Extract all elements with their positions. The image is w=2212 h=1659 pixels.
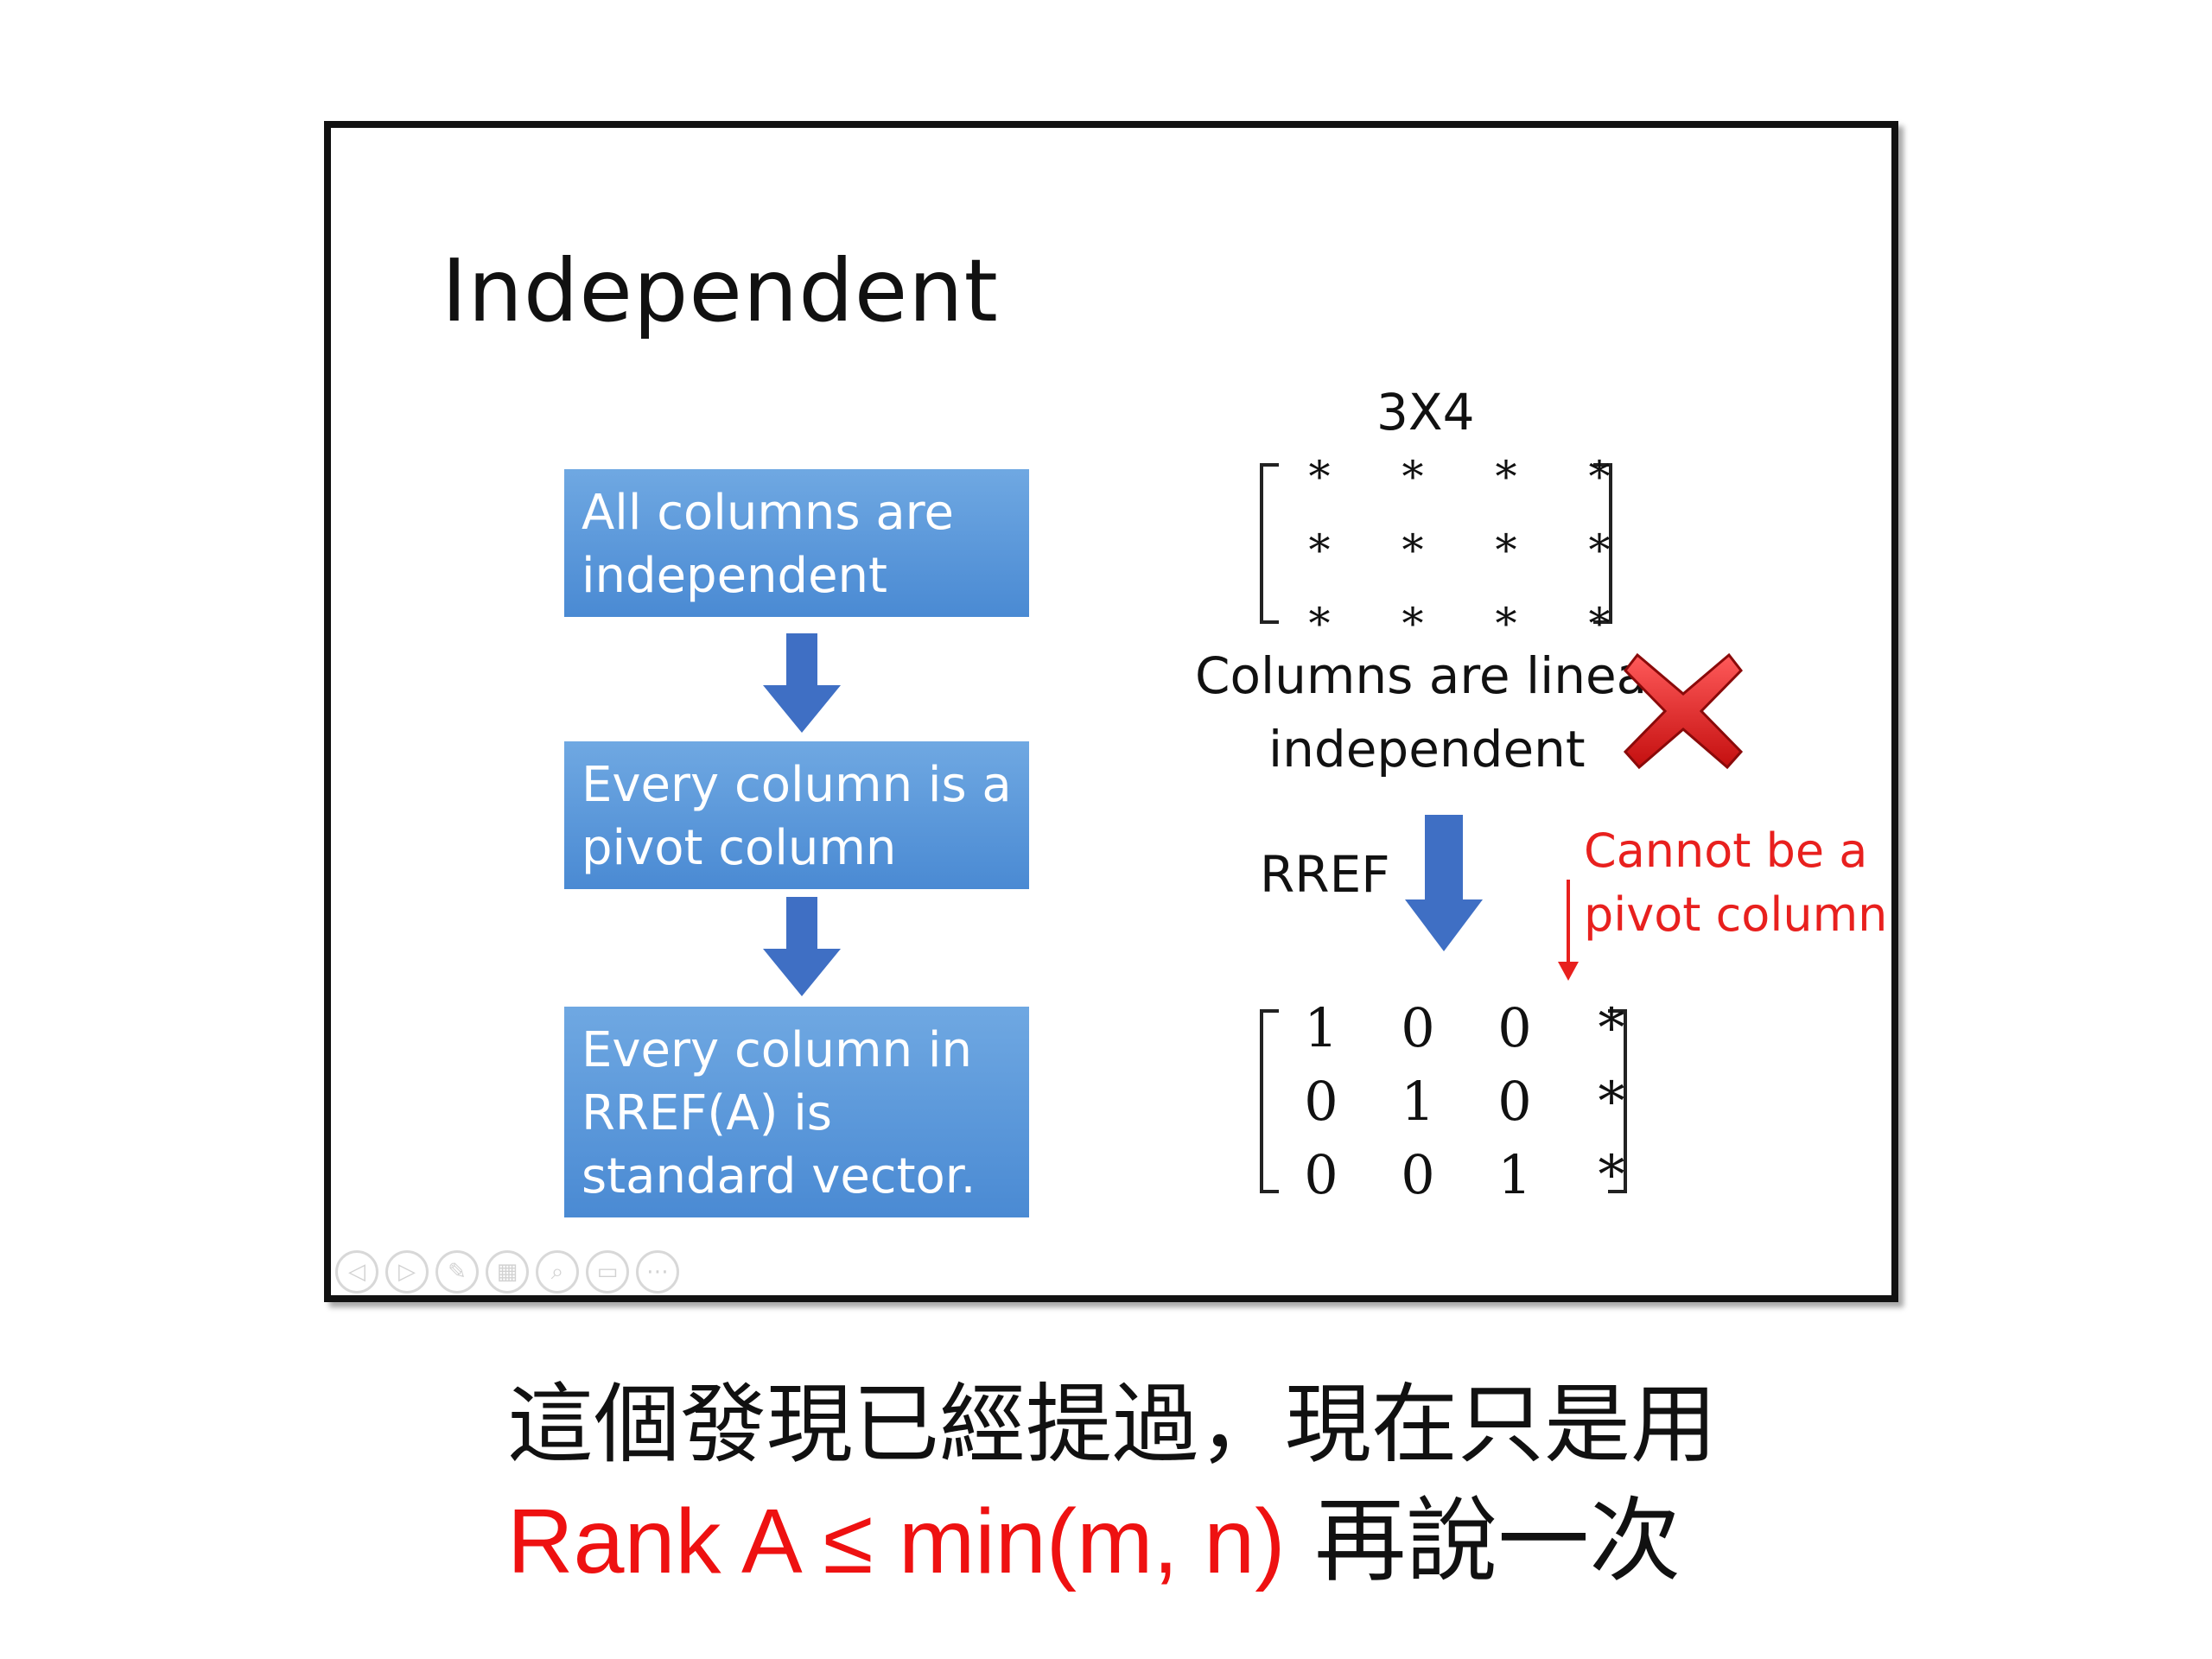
note-line2: pivot column <box>1584 887 1888 942</box>
matrix-cell: * <box>1598 996 1625 1059</box>
caption-line2: Rank A ≤ min(m, n) 再說一次 <box>507 1466 1681 1599</box>
matrix-right-bracket <box>1593 463 1612 624</box>
zoom-icon[interactable]: ⌕ <box>536 1250 579 1294</box>
note-arrowhead-icon <box>1558 962 1579 981</box>
rank-formula: Rank A ≤ min(m, n) <box>507 1491 1286 1592</box>
matrix-cell: * <box>1402 525 1424 575</box>
matrix-cell: * <box>1308 599 1331 649</box>
matrix-cell: * <box>1588 525 1611 575</box>
down-arrow-icon <box>763 633 841 733</box>
matrix-cell: 0 <box>1497 996 1532 1059</box>
matrix-cell: * <box>1598 1070 1625 1133</box>
down-arrow-icon <box>1405 815 1483 953</box>
pen-icon[interactable]: ✎ <box>435 1250 479 1294</box>
matrix-cell: * <box>1308 452 1331 502</box>
matrix-cell: * <box>1402 599 1424 649</box>
rref-label: RREF <box>1260 845 1390 904</box>
matrix-cell: 0 <box>1304 1070 1338 1133</box>
slide-title: Independent <box>442 240 999 341</box>
subtitle-icon[interactable]: ▭ <box>586 1250 629 1294</box>
matrix-cell: * <box>1495 525 1517 575</box>
matrix-cell: * <box>1588 599 1611 649</box>
matrix-cell: 1 <box>1497 1143 1532 1206</box>
matrix-cell: * <box>1588 452 1611 502</box>
slide-frame: Independent All columns are independent … <box>324 121 1898 1302</box>
flow-box-standard-vector: Every column in RREF(A) is standard vect… <box>564 1007 1029 1217</box>
flow-box-all-independent: All columns are independent <box>564 469 1029 617</box>
matrix-cell: * <box>1495 452 1517 502</box>
statement-line1: Columns are linea <box>1195 646 1648 705</box>
note-line1: Cannot be a <box>1584 823 1868 878</box>
matrix-cell: * <box>1598 1143 1625 1206</box>
star-matrix: * * * * * * * * * * * * <box>1273 452 1646 672</box>
matrix-cell: * <box>1402 452 1424 502</box>
previous-icon[interactable]: ◁ <box>335 1250 378 1294</box>
slideshow-toolbar: ◁▷✎▦⌕▭⋯ <box>335 1250 679 1294</box>
matrix-size-label: 3X4 <box>1376 383 1475 442</box>
matrix-cell: 0 <box>1401 1143 1435 1206</box>
statement-line2: independent <box>1268 720 1586 779</box>
matrix-cell: 1 <box>1304 996 1338 1059</box>
rref-right-bracket <box>1608 1009 1627 1193</box>
matrix-left-bracket <box>1260 463 1279 624</box>
matrix-cell: * <box>1308 525 1331 575</box>
rref-left-bracket <box>1260 1009 1279 1193</box>
matrix-cell: * <box>1495 599 1517 649</box>
caption-line1: 這個發現已經提過，現在只是用 <box>507 1374 1717 1475</box>
more-icon[interactable]: ⋯ <box>636 1250 679 1294</box>
matrix-cell: 0 <box>1497 1070 1532 1133</box>
note-pointer-line <box>1567 880 1570 966</box>
matrix-cell: 0 <box>1304 1143 1338 1206</box>
down-arrow-icon <box>763 897 841 996</box>
red-x-icon <box>1623 652 1744 770</box>
slides-icon[interactable]: ▦ <box>486 1250 529 1294</box>
matrix-cell: 0 <box>1401 996 1435 1059</box>
matrix-cell: 1 <box>1401 1070 1435 1133</box>
caption-line2-suffix: 再說一次 <box>1285 1488 1681 1594</box>
flow-box-pivot-column: Every column is a pivot column <box>564 741 1029 889</box>
play-icon[interactable]: ▷ <box>385 1250 429 1294</box>
